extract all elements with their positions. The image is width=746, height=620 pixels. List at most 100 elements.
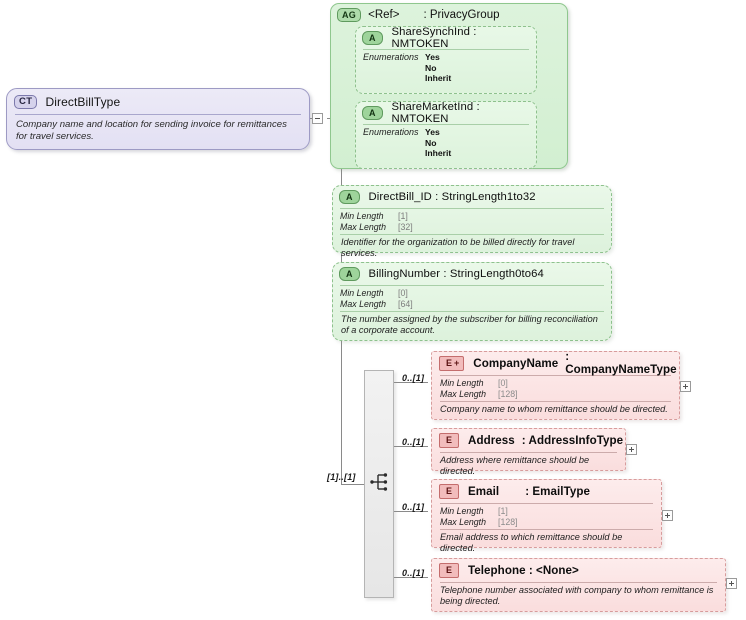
facet-row: Max Length [128] [432,389,679,400]
element-type: : AddressInfoType [521,433,624,447]
complex-type-name: DirectBillType [45,94,121,109]
element-name: Telephone : <None> [468,563,579,577]
facet-value: [0] [398,288,408,298]
attribute-enumerations: Enumerations Yes No Inherit [356,125,536,159]
collapse-toggle-root[interactable] [312,113,323,124]
connector-branch-sequence [341,484,364,485]
element-documentation: Address where remittance should be direc… [440,455,590,476]
divider [440,452,617,453]
facet-row: Max Length [128] [432,517,661,528]
enumerations-label: Enumerations [363,127,419,137]
enumerations-values: Yes No Inherit [425,127,451,159]
enumerations-label: Enumerations [363,52,419,62]
element-type: : EmailType [525,484,590,498]
enum-value: No [425,137,437,148]
element-documentation: Telephone number associated with company… [440,585,714,606]
facet-label: Min Length [440,378,484,388]
facet-value: [128] [498,516,518,527]
element-name: Email [468,484,500,498]
expand-toggle-address[interactable] [626,444,637,455]
element-type: : CompanyNameType [565,350,677,376]
element-documentation: Email address to which remittance should… [440,532,623,553]
facet-value: [0] [498,378,508,388]
attribute-badge-icon: A [362,30,383,45]
complex-type-directbilltype[interactable]: CT DirectBillType Company name and locat… [6,88,310,150]
facet-row: Min Length [0] [432,378,679,389]
attribute-group-header: AG <Ref> : PrivacyGroup [331,4,567,26]
connector-seq-telephone [394,577,428,578]
divider [440,375,671,376]
divider [440,529,653,530]
element-telephone[interactable]: E Telephone : <None> Telephone number as… [431,558,726,612]
expand-toggle-email[interactable] [662,510,673,521]
element-header: E Email : EmailType [432,480,661,502]
complex-type-header: CT DirectBillType [7,89,309,114]
sequence-occurrence: [1]..[1] [327,472,356,482]
connector-seq-companyname [394,382,428,383]
facet-label: Max Length [440,388,486,399]
element-header: E+ CompanyName : CompanyNameType [432,350,679,376]
attribute-header: A ShareSynchInd : NMTOKEN [356,25,536,50]
complex-type-badge-icon: CT [14,94,38,109]
facet-value: [64] [398,298,413,309]
attribute-documentation: The number assigned by the subscriber fo… [341,314,598,335]
facet-value: [1] [498,506,508,516]
divider [340,208,604,209]
attribute-name: ShareMarketInd : NMTOKEN [391,100,480,125]
facet-label: Min Length [340,211,384,221]
element-name: CompanyName [473,356,559,370]
enum-value: Inherit [425,148,452,158]
sequence-compositor-icon [370,473,388,491]
attribute-group-badge-icon: AG [337,8,362,22]
complex-type-documentation: Company name and location for sending in… [16,119,287,142]
divider [363,49,529,50]
attribute-sharemarketind[interactable]: A ShareMarketInd : NMTOKEN Enumerations … [355,101,537,169]
element-badge-icon: E [439,483,460,499]
attribute-name: ShareSynchInd : NMTOKEN [391,25,477,50]
attribute-sharesynchind[interactable]: A ShareSynchInd : NMTOKEN Enumerations Y… [355,26,537,94]
enumerations-values: Yes No Inherit [425,52,451,84]
attribute-enumerations: Enumerations Yes No Inherit [356,50,536,84]
enum-value: No [425,62,437,73]
element-companyname[interactable]: E+ CompanyName : CompanyNameType Min Len… [431,350,680,420]
element-occurrence-address: 0..[1] [402,437,425,447]
expand-toggle-companyname[interactable] [680,381,691,392]
facet-row: Min Length [0] [333,288,611,299]
element-documentation: Company name to whom remittance should b… [440,404,668,414]
facet-row: Max Length [32] [333,222,611,233]
attribute-header: A DirectBill_ID : StringLength1to32 [333,186,611,207]
attribute-group-type: : PrivacyGroup [423,9,500,21]
attribute-header: A BillingNumber : StringLength0to64 [333,263,611,284]
element-badge-icon: E [439,432,460,448]
divider [440,401,671,402]
enum-value: Yes [425,127,440,137]
element-email[interactable]: E Email : EmailType Min Length [1] Max L… [431,479,662,553]
element-occurrence-email: 0..[1] [402,502,425,512]
attribute-billingnumber[interactable]: A BillingNumber : StringLength0to64 Min … [332,262,612,341]
facet-value: [1] [398,211,408,221]
divider [340,311,604,312]
facet-label: Min Length [440,506,484,516]
enum-value: Yes [425,52,440,62]
attribute-header: A ShareMarketInd : NMTOKEN [356,100,536,125]
attribute-documentation: Identifier for the organization to be bi… [341,237,575,258]
expand-toggle-telephone[interactable] [726,578,737,589]
attribute-badge-icon: A [339,266,360,281]
element-address[interactable]: E Address : AddressInfoType Address wher… [431,428,626,476]
substitution-plus-icon: + [454,357,460,368]
facet-label: Min Length [340,288,384,298]
element-occurrence-companyname: 0..[1] [402,373,425,383]
connector-seq-email [394,511,428,512]
facet-value: [128] [498,388,518,399]
divider [440,582,717,583]
enum-value: Inherit [425,73,452,83]
facet-label: Max Length [340,221,386,232]
attribute-directbill-id[interactable]: A DirectBill_ID : StringLength1to32 Min … [332,185,612,258]
element-header: E Telephone : <None> [432,559,725,581]
sequence-compositor[interactable] [364,370,394,598]
divider [340,234,604,235]
divider [440,503,653,504]
element-badge-substitutable-icon: E+ [439,355,465,371]
facet-value: [32] [398,221,413,232]
element-badge-icon: E [439,562,460,578]
